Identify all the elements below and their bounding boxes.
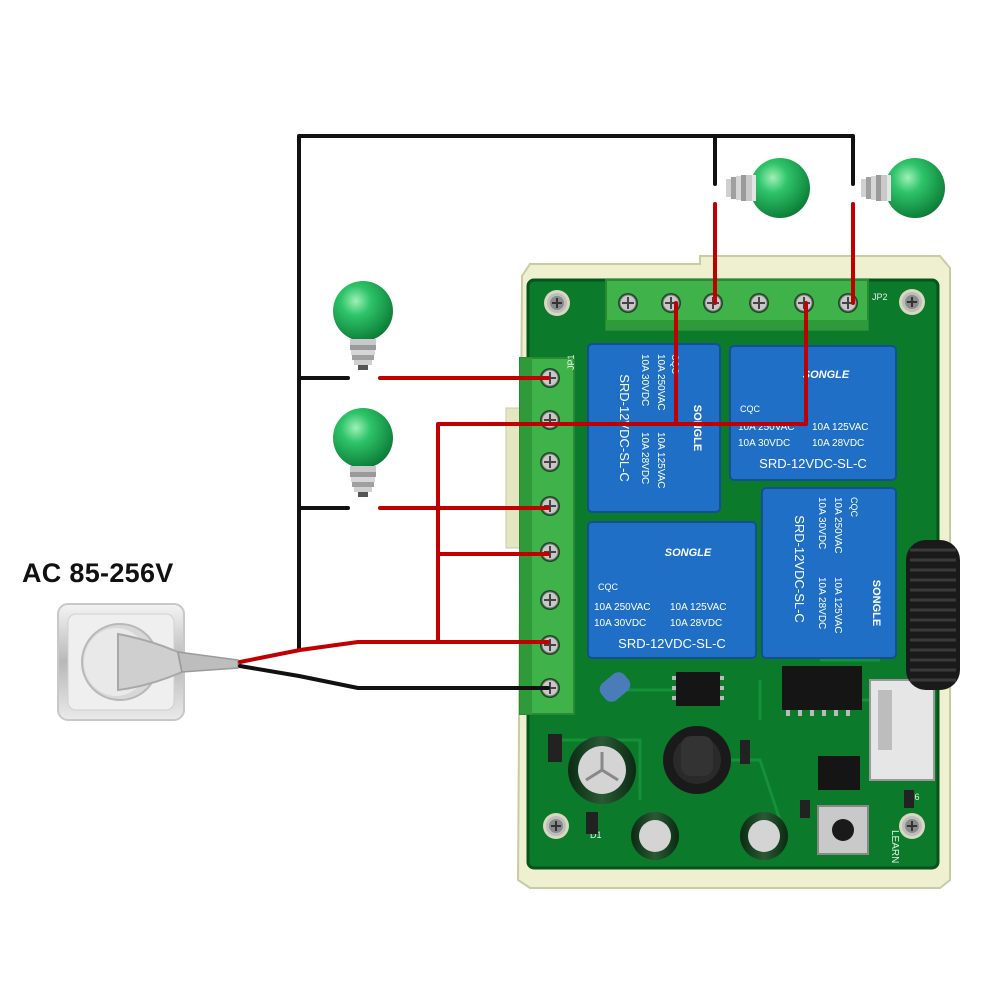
relay-1-brand: SONGLE — [691, 405, 703, 451]
rf-module — [869, 679, 935, 781]
inductor — [663, 726, 731, 794]
capacitor-small-1 — [631, 812, 679, 860]
relay-3-rating-3: 10A 30VDC — [594, 618, 646, 629]
lamp-1-bulb-icon — [333, 281, 393, 370]
left-terminal-screw-2 — [539, 409, 561, 431]
relay-3-rating-4: 10A 28VDC — [670, 618, 722, 629]
mount-hole-top-left — [543, 289, 571, 317]
relay-2-model: SRD-12VDC-SL-C — [759, 456, 867, 471]
ic-chip-3 — [818, 756, 860, 790]
relay-1-rating-3: 10A 30VDC — [639, 354, 650, 406]
relay-4: SONGLE CQC 10A 250VAC 10A 125VAC 10A 30V… — [761, 487, 897, 659]
jp1-label: JP1 — [566, 354, 576, 370]
relay-2-cert: CQC — [740, 404, 761, 414]
relay-1-model: SRD-12VDC-SL-C — [617, 374, 632, 482]
lamp-4-bulb-icon — [861, 158, 945, 218]
relay-1-rating-1: 10A 250VAC — [655, 354, 666, 411]
relay-4-brand: SONGLE — [870, 580, 882, 626]
relay-2-rating-3: 10A 30VDC — [738, 438, 790, 449]
left-terminal-screw-3 — [539, 451, 561, 473]
relay-1: SONGLE CQC 10A 250VAC 10A 125VAC 10A 30V… — [587, 343, 721, 513]
capacitor-large — [568, 736, 636, 804]
plug — [117, 632, 239, 692]
relay-4-cert: CQC — [849, 497, 859, 518]
relay-4-rating-1: 10A 250VAC — [832, 497, 843, 554]
relay-2-rating-1: 10A 250VAC — [738, 422, 795, 433]
relay-3-cert: CQC — [598, 582, 619, 592]
relay-3-brand: SONGLE — [665, 547, 712, 559]
top-terminal-screw-4 — [748, 292, 770, 314]
top-terminal-screw-1 — [617, 292, 639, 314]
relay-3: SONGLE CQC 10A 250VAC 10A 125VAC 10A 30V… — [587, 521, 757, 659]
left-terminal-screw-6 — [539, 589, 561, 611]
top-terminal-block — [605, 279, 869, 331]
learn-button — [817, 805, 869, 855]
ic-chip-1 — [672, 672, 724, 706]
lamp-3-bulb-icon — [726, 158, 810, 218]
mount-hole-bottom-left — [542, 812, 570, 840]
mount-hole-bottom-right — [898, 812, 926, 840]
live-wiring — [238, 202, 855, 664]
capacitor-small-2 — [740, 812, 788, 860]
relay-4-rating-2: 10A 125VAC — [832, 577, 843, 634]
relay-2-brand: SONGLE — [803, 369, 850, 381]
learn-label: LEARN — [889, 830, 900, 863]
left-terminal-screw-7 — [539, 634, 561, 656]
relay-1-rating-4: 10A 28VDC — [639, 432, 650, 484]
jp2-label: JP2 — [872, 292, 888, 302]
power-supply-label: AC 85-256V — [22, 558, 174, 588]
antenna-coil — [906, 540, 960, 690]
ic-chip-2 — [782, 666, 862, 716]
neutral-wiring — [238, 134, 855, 690]
mount-hole-top-right — [898, 288, 926, 316]
relay-4-rating-3: 10A 30VDC — [816, 497, 827, 549]
small-smd-parts — [548, 734, 914, 834]
relay-3-rating-1: 10A 250VAC — [594, 602, 651, 613]
lamp-2-bulb-icon — [333, 408, 393, 497]
d1-label: D1 — [590, 830, 602, 840]
relay-3-rating-2: 10A 125VAC — [670, 602, 727, 613]
relay-2-rating-2: 10A 125VAC — [812, 422, 869, 433]
relay-4-model: SRD-12VDC-SL-C — [792, 515, 807, 623]
relay-2-rating-4: 10A 28VDC — [812, 438, 864, 449]
relay-3-model: SRD-12VDC-SL-C — [618, 636, 726, 651]
resistor — [599, 672, 631, 702]
relay-4-rating-4: 10A 28VDC — [816, 577, 827, 629]
relay-2: SONGLE CQC 10A 250VAC 10A 125VAC 10A 30V… — [729, 345, 897, 481]
relay-1-rating-2: 10A 125VAC — [655, 432, 666, 489]
